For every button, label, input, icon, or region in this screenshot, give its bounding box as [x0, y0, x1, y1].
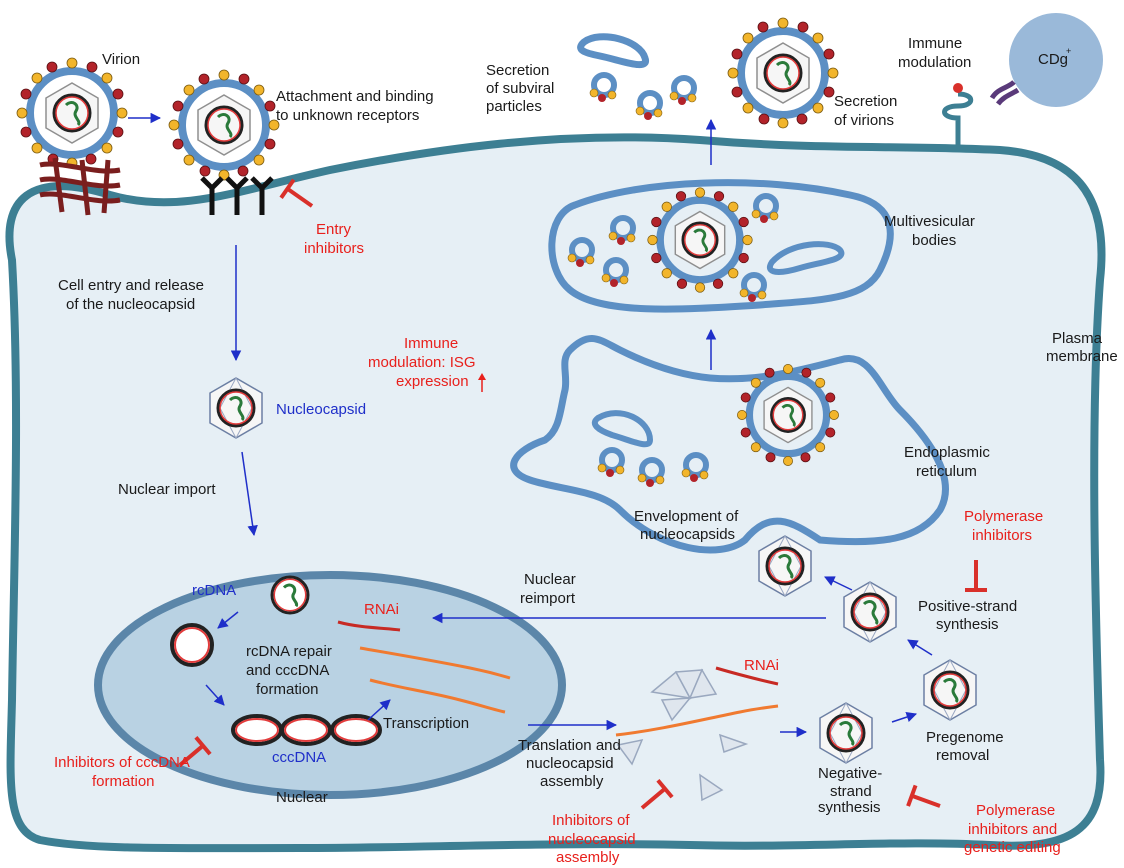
label-negative-strand-2: strand [830, 783, 872, 800]
label-nuclear-reimport-2: reimport [520, 590, 576, 607]
arrow-nuclear-import [241, 451, 258, 537]
arrow-pos-to-env [824, 576, 853, 591]
label-repair-2: and cccDNA [246, 662, 329, 679]
capsid-protein-triangles [616, 668, 749, 802]
label-mvb-2: bodies [912, 232, 956, 249]
receptor-icons [200, 176, 274, 215]
cd8-superscript: + [1066, 46, 1071, 56]
arrow-transcription [367, 699, 391, 721]
extracellular-matrix-icon [39, 157, 121, 216]
cd8-t-cell [1009, 13, 1103, 107]
arrow-circle-to-ccc [205, 684, 225, 706]
virion-attached [169, 70, 279, 180]
label-inhibitors-cccdna-1: Inhibitors of cccDNA [54, 754, 190, 771]
virion-secreted [728, 18, 838, 128]
label-polymerase-inhibitors-2: inhibitors [972, 527, 1032, 544]
label-negative-strand-3: synthesis [818, 799, 881, 816]
label-transcription: Transcription [383, 715, 469, 732]
label-cell-entry-2: of the nucleocapsid [66, 296, 195, 313]
label-secretion-virions-1: Secretion [834, 93, 897, 110]
label-nucleocapsid: Nucleocapsid [276, 401, 366, 418]
er-contents [591, 364, 839, 487]
label-secretion-virions-2: of virions [834, 112, 894, 129]
label-rcdna: rcDNA [192, 582, 236, 599]
label-pol-genetic-3: genetic editing [964, 839, 1061, 856]
label-secretion-subviral-2: of subviral [486, 80, 554, 97]
label-entry-inhibitors-2: inhibitors [304, 240, 364, 257]
label-positive-strand-1: Positive-strand [918, 598, 1017, 615]
label-envelopment-1: Envelopment of [634, 508, 739, 525]
label-pol-genetic-1: Polymerase [976, 802, 1055, 819]
mhc-receptor-icon [942, 80, 1020, 150]
arrow-preg-to-pos [907, 639, 933, 656]
label-attach-1: Attachment and binding [276, 88, 434, 105]
mrna-cytoplasm [615, 704, 779, 737]
label-inhibitors-cccdna-2: formation [92, 773, 155, 790]
arrow-rcdna-to-circle [217, 611, 239, 629]
label-pol-genetic-2: inhibitors and [968, 821, 1057, 838]
label-rnai-nucleus: RNAi [364, 601, 399, 618]
label-er-1: Endoplasmic [904, 444, 990, 461]
label-immune-isg-2: modulation: ISG [368, 354, 476, 371]
label-virion: Virion [102, 51, 140, 68]
label-entry-inhibitors-1: Entry [316, 221, 352, 238]
label-inhibitors-nc-2: nucleocapsid [548, 831, 636, 848]
label-inhibitors-nc-3: assembly [556, 849, 620, 866]
virion-free [17, 58, 127, 168]
label-immune-mod-2: modulation [898, 54, 971, 71]
label-mvb-1: Multivesicular [884, 213, 975, 230]
rnai-strand-cytoplasm [715, 666, 779, 686]
label-nuclear-import: Nuclear import [118, 481, 216, 498]
label-pregenome-1: Pregenome [926, 729, 1004, 746]
cd8-label: CDg [1038, 51, 1068, 68]
arrow-neg-to-preg [891, 712, 917, 723]
label-secretion-subviral-3: particles [486, 98, 542, 115]
nucleus [94, 571, 566, 799]
label-secretion-subviral-1: Secretion [486, 62, 549, 79]
label-immune-mod-1: Immune [908, 35, 962, 52]
label-immune-isg-3: expression [396, 373, 469, 390]
label-polymerase-inhibitors-1: Polymerase [964, 508, 1043, 525]
label-translation-2: nucleocapsid [526, 755, 614, 772]
subviral-particles-secreted [577, 33, 696, 120]
label-cell-entry-1: Cell entry and release [58, 277, 204, 294]
label-rnai-cytoplasm: RNAi [744, 657, 779, 674]
label-translation-1: Translation and [518, 737, 621, 754]
label-repair-3: formation [256, 681, 319, 698]
label-inhibitors-nc-1: Inhibitors of [552, 812, 630, 829]
label-immune-isg-1: Immune [404, 335, 458, 352]
label-translation-3: assembly [540, 773, 604, 790]
label-plasma-2: membrane [1046, 348, 1118, 365]
label-negative-strand-1: Negative- [818, 765, 882, 782]
label-envelopment-2: nucleocapsids [640, 526, 735, 543]
label-repair-1: rcDNA repair [246, 643, 332, 660]
label-er-2: reticulum [916, 463, 977, 480]
label-attach-2: to unknown receptors [276, 107, 419, 124]
endoplasmic-reticulum [510, 334, 949, 554]
label-positive-strand-2: synthesis [936, 616, 999, 633]
label-nuclear-reimport-1: Nuclear [524, 571, 576, 588]
label-pregenome-2: removal [936, 747, 989, 764]
label-cccdna: cccDNA [272, 749, 326, 766]
label-plasma-1: Plasma [1052, 330, 1103, 347]
label-nuclear: Nuclear [276, 789, 328, 806]
isg-up-arrowhead [478, 373, 486, 380]
nucleus-contents [170, 575, 511, 746]
mvb-contents [568, 188, 845, 302]
